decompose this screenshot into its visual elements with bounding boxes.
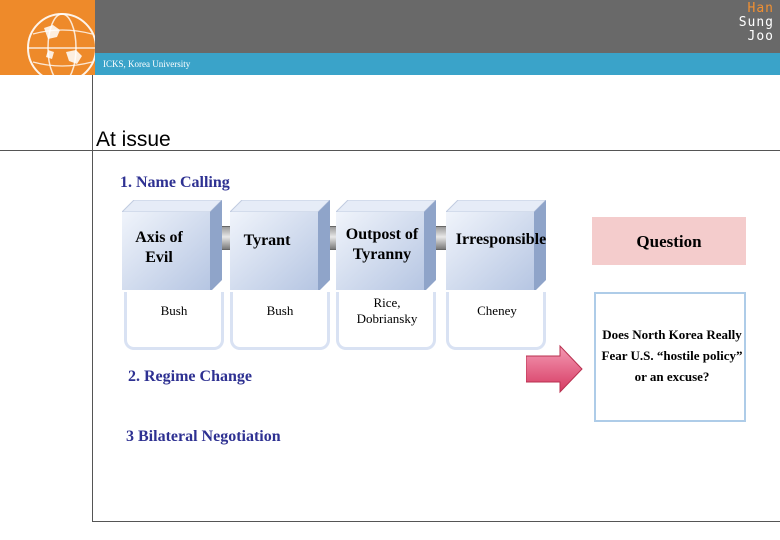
question-text: Does North Korea Really Fear U.S. “hosti…	[594, 324, 750, 387]
author-line: Joo	[739, 30, 774, 44]
globe-icon	[0, 0, 95, 75]
label-irresponsible: Irresponsible	[446, 230, 556, 250]
organization-label: ICKS, Korea University	[103, 59, 190, 69]
arrow-right-icon	[526, 344, 584, 394]
label-axis-of-evil: Axis of Evil	[122, 228, 196, 268]
person-irresponsible: Cheney	[456, 303, 538, 319]
author-line: Sung	[739, 16, 774, 30]
header-bar	[95, 0, 780, 53]
header-strip	[95, 53, 780, 75]
slide-title: At issue	[96, 128, 171, 152]
globe-logo	[0, 0, 95, 75]
name-card-2	[230, 292, 330, 350]
question-label: Question	[592, 232, 746, 252]
section-heading-bilateral-negotiation: 3 Bilateral Negotiation	[126, 428, 281, 446]
person-tyrant: Bush	[240, 303, 320, 319]
person-axis-of-evil: Bush	[134, 303, 214, 319]
left-rule	[92, 75, 93, 522]
person-outpost-of-tyranny: Rice, Dobriansky	[346, 295, 428, 327]
author-name: Han Sung Joo	[739, 2, 774, 44]
name-card-4	[446, 292, 546, 350]
label-outpost-of-tyranny: Outpost of Tyranny	[338, 225, 426, 265]
section-heading-regime-change: 2. Regime Change	[128, 368, 252, 386]
author-line: Han	[739, 2, 774, 16]
name-card-1	[124, 292, 224, 350]
bottom-rule	[92, 521, 780, 522]
label-tyrant: Tyrant	[234, 231, 300, 251]
section-heading-name-calling: 1. Name Calling	[120, 174, 230, 192]
